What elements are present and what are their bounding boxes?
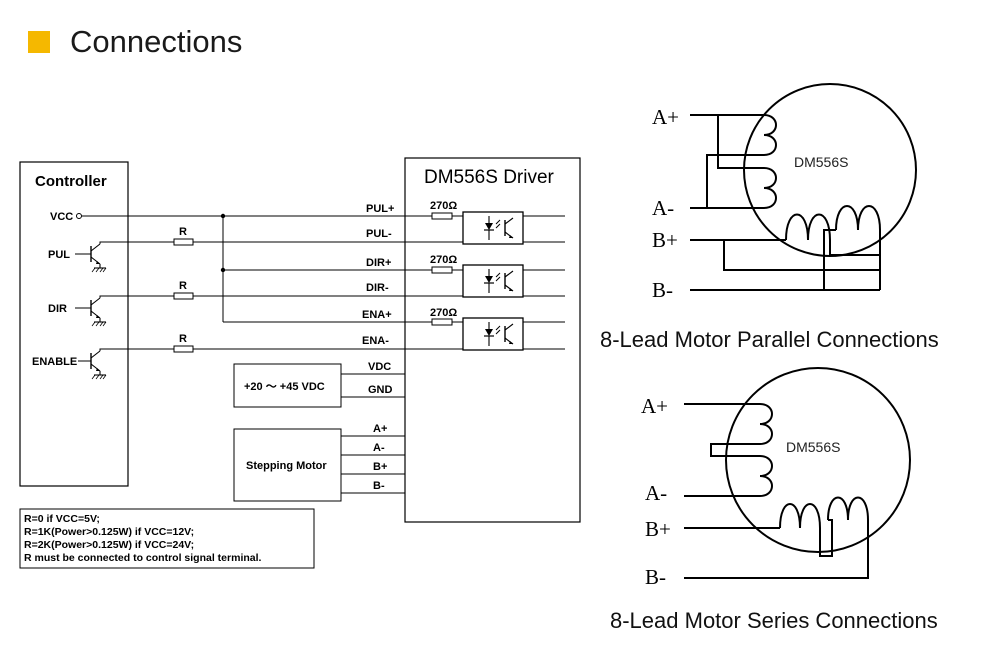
- controller-title: Controller: [35, 173, 107, 190]
- terminal-pul-minus: PUL-: [366, 228, 392, 240]
- stepping-motor-box: Stepping Motor: [233, 428, 405, 502]
- terminal-pul-plus: PUL+: [366, 203, 394, 215]
- series-lead-a-minus: A-: [645, 481, 667, 505]
- terminal-b-minus: B-: [373, 480, 385, 492]
- note-line: R=2K(Power>0.125W) if VCC=24V;: [24, 539, 194, 551]
- dir-label: DIR: [48, 303, 67, 315]
- driver-terminal-labels: PUL+ PUL- DIR+ DIR- ENA+ ENA- VDC GND A+…: [362, 203, 394, 492]
- page-heading: Connections: [28, 22, 242, 62]
- heading-square-icon: [28, 31, 50, 53]
- resistor-270-pul: 270Ω: [430, 200, 457, 212]
- parallel-lead-b-minus: B-: [652, 278, 673, 302]
- enable-label: ENABLE: [32, 356, 77, 368]
- notes-box: R=0 if VCC=5V; R=1K(Power>0.125W) if VCC…: [19, 508, 315, 569]
- controller-resistors: R R R: [173, 226, 194, 353]
- pul-label: PUL: [48, 249, 70, 261]
- optocoupler-dir-icon: [462, 264, 524, 298]
- note-line: R=0 if VCC=5V;: [24, 513, 100, 525]
- terminal-a-plus: A+: [373, 423, 387, 435]
- controller-box: Controller VCC PUL DIR ENABLE: [19, 161, 129, 487]
- parallel-lead-a-plus: A+: [652, 105, 679, 129]
- terminal-dir-minus: DIR-: [366, 282, 389, 294]
- note-line: R=1K(Power>0.125W) if VCC=12V;: [24, 526, 194, 538]
- vcc-label: VCC: [50, 211, 73, 223]
- vcc-terminal: [76, 213, 82, 219]
- terminal-a-minus: A-: [373, 442, 385, 454]
- resistor-270-ena: 270Ω: [430, 307, 457, 319]
- terminal-vdc: VDC: [368, 361, 391, 373]
- junction-dot: [220, 267, 226, 273]
- series-caption: 8-Lead Motor Series Connections: [610, 608, 938, 633]
- optocoupler-pul-icon: [462, 211, 524, 245]
- terminal-b-plus: B+: [373, 461, 387, 473]
- junction-dot: [220, 213, 226, 219]
- resistor-label-pul: R: [179, 226, 187, 238]
- terminal-ena-minus: ENA-: [362, 335, 389, 347]
- resistor-270-dir: 270Ω: [430, 254, 457, 266]
- resistor-label-dir: R: [179, 280, 187, 292]
- stepping-motor-label: Stepping Motor: [246, 460, 327, 472]
- motor-circle: [725, 367, 911, 553]
- note-line: R must be connected to control signal te…: [24, 552, 262, 564]
- power-supply-box: +20 ～ +45 VDC: [233, 363, 405, 408]
- parallel-motor-label: DM556S: [794, 154, 848, 170]
- terminal-dir-plus: DIR+: [366, 257, 391, 269]
- driver-series-resistors: 270Ω 270Ω 270Ω: [430, 200, 457, 326]
- series-connection-diagram: DM556S A+ A- B+ B- 8-Lead Motor Series C…: [610, 367, 938, 633]
- parallel-lead-b-plus: B+: [652, 228, 678, 252]
- page-title: Connections: [70, 24, 243, 59]
- power-label: +20 ～ +45 VDC: [244, 381, 325, 393]
- parallel-caption: 8-Lead Motor Parallel Connections: [600, 327, 939, 352]
- parallel-lead-a-minus: A-: [652, 196, 674, 220]
- resistor-label-ena: R: [179, 333, 187, 345]
- optocoupler-ena-icon: [462, 317, 524, 351]
- series-lead-b-minus: B-: [645, 565, 666, 589]
- terminal-gnd: GND: [368, 384, 393, 396]
- series-motor-label: DM556S: [786, 439, 840, 455]
- parallel-connection-diagram: DM556S A+ A- B+ B- 8-Lead Motor Parallel…: [600, 83, 939, 352]
- series-lead-a-plus: A+: [641, 394, 668, 418]
- terminal-ena-plus: ENA+: [362, 309, 392, 321]
- series-lead-b-plus: B+: [645, 517, 671, 541]
- driver-title: DM556S Driver: [424, 167, 555, 188]
